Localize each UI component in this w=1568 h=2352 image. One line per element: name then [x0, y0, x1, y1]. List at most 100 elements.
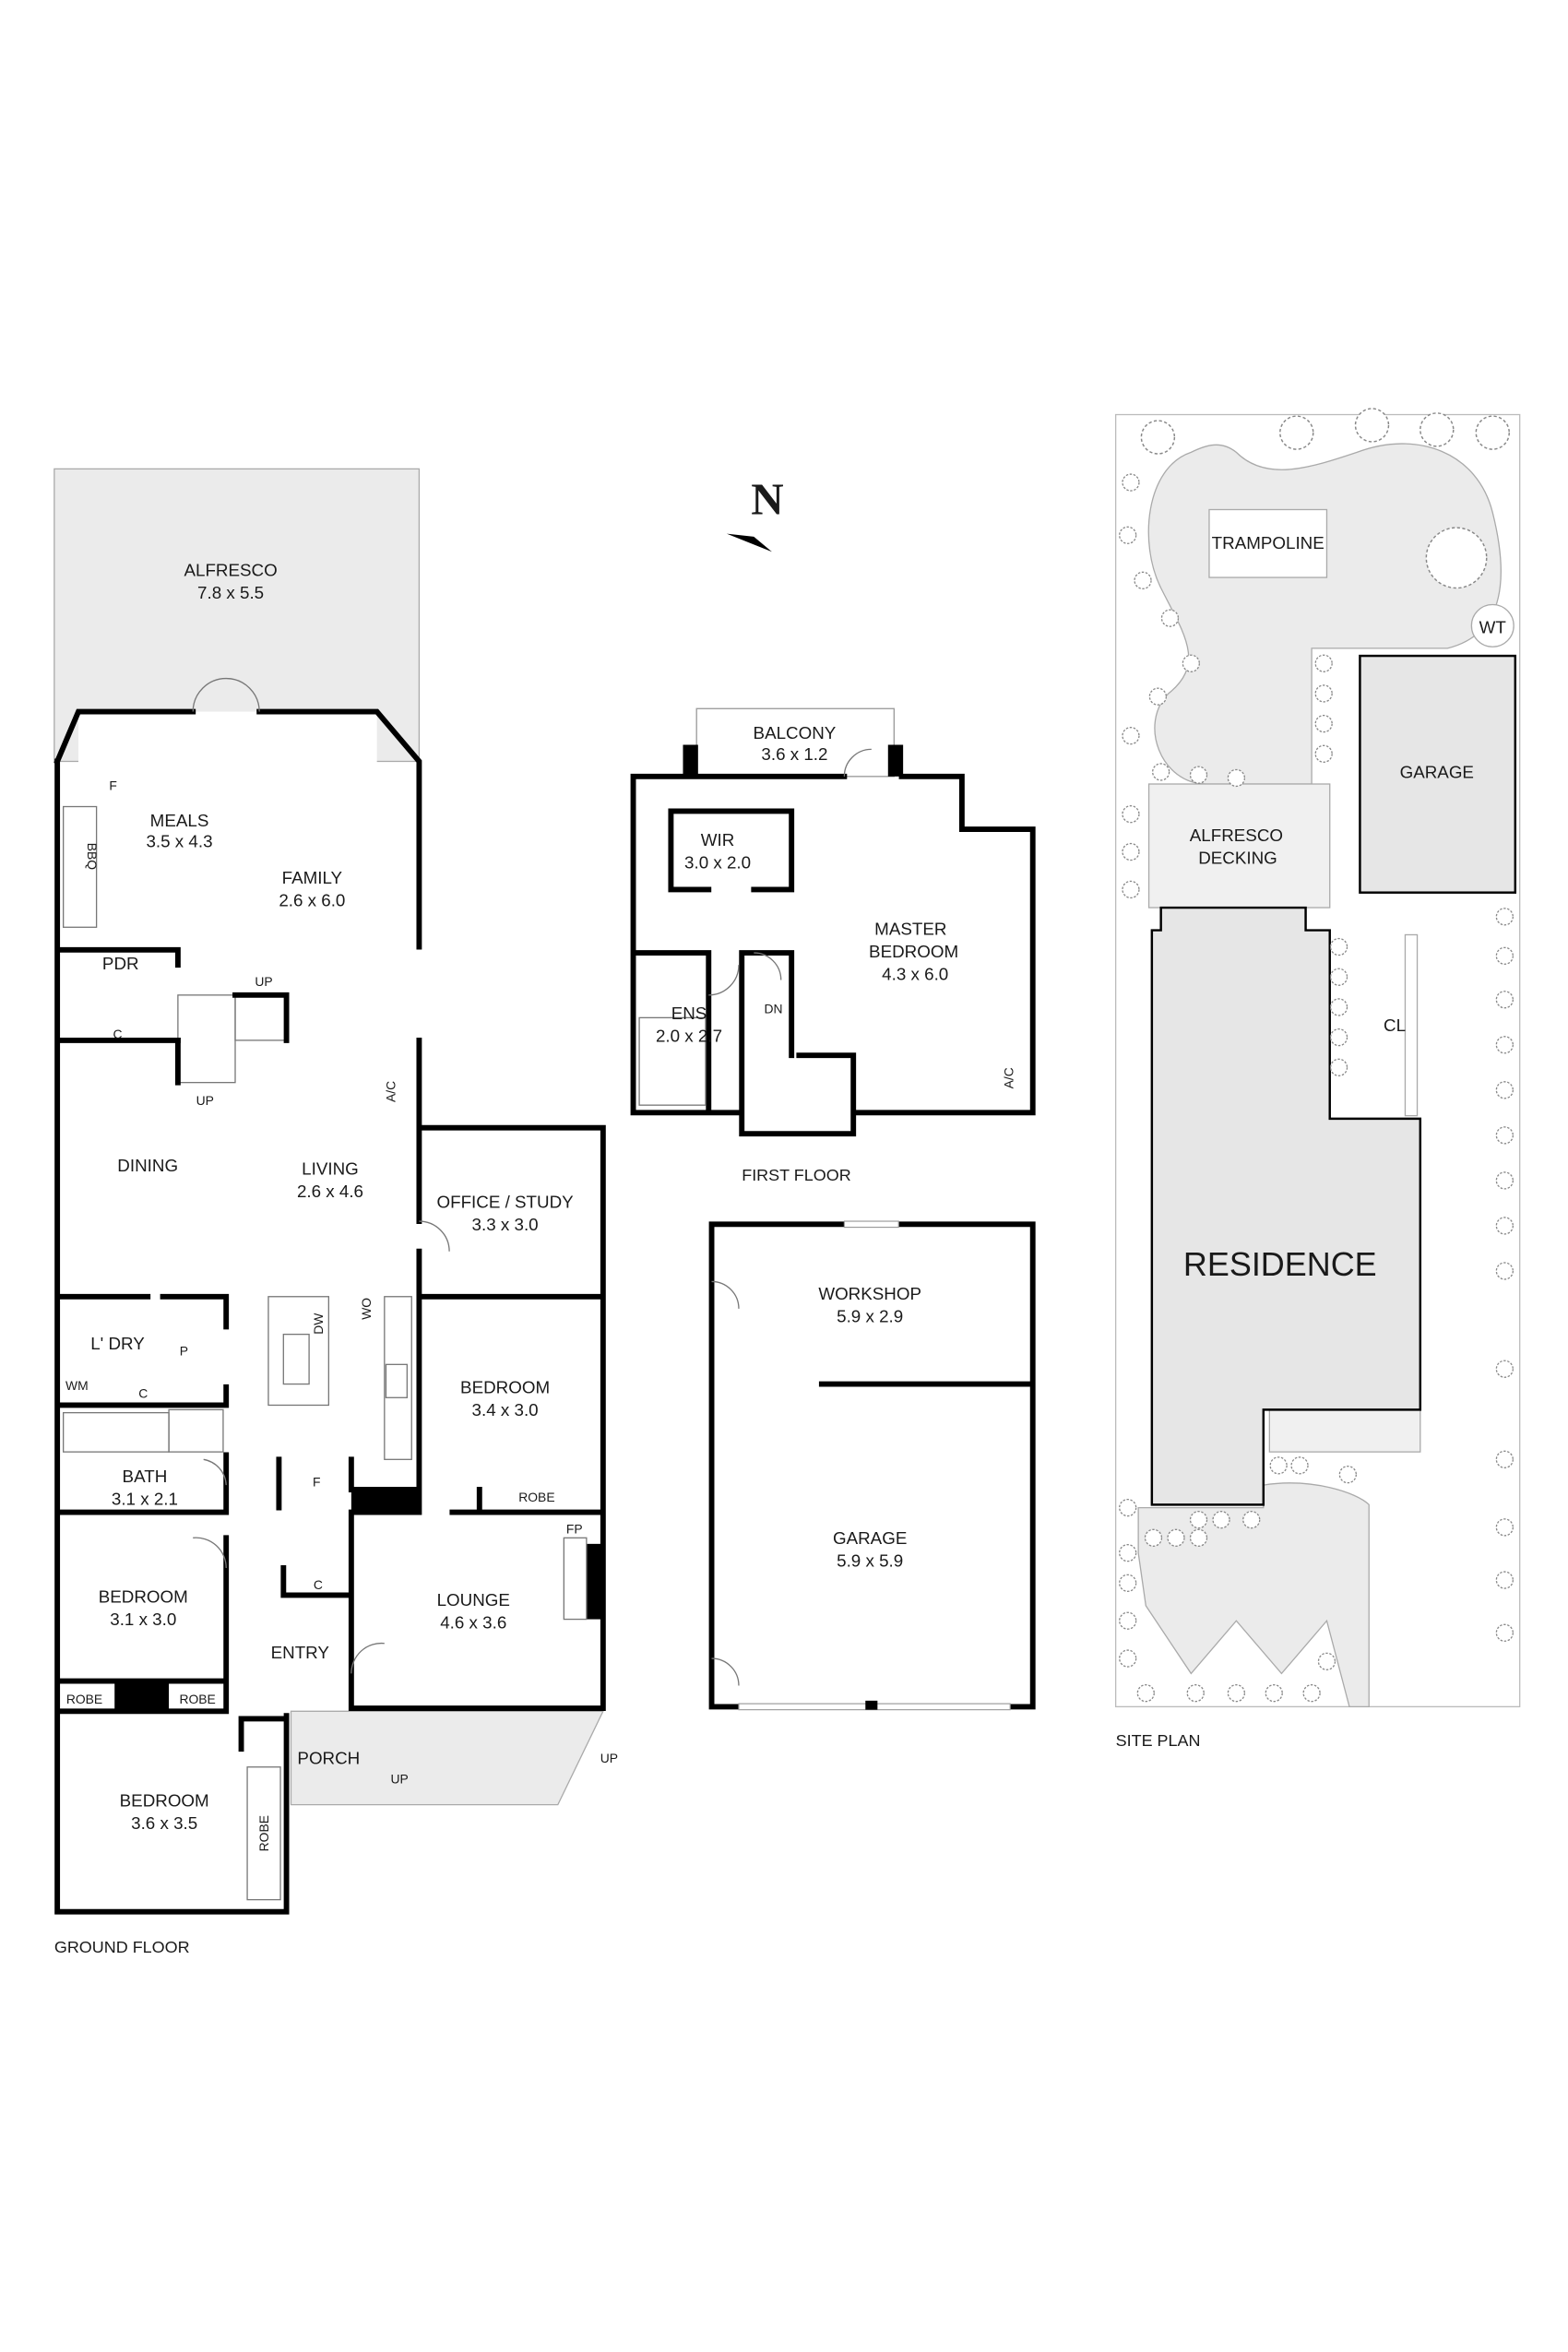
shrub-icon: [1189, 1511, 1208, 1529]
room-label: FAMILY: [282, 868, 343, 887]
stairs: [174, 992, 290, 1086]
shrub-icon: [1119, 1544, 1137, 1562]
stairs-up-label: UP: [196, 1093, 214, 1108]
room-dims: 5.9 x 5.9: [837, 1550, 903, 1570]
trees: [1119, 408, 1514, 1703]
balcony: [695, 707, 895, 778]
tree-icon: [1140, 420, 1176, 455]
room-label: ENS: [671, 1004, 707, 1023]
step-up-label: UP: [391, 1772, 409, 1787]
shower: [168, 1408, 224, 1453]
cupboard-label: C: [314, 1577, 323, 1592]
tree-icon: [1425, 527, 1488, 589]
shrub-icon: [1148, 687, 1168, 706]
room-dims: 3.1 x 2.1: [112, 1489, 178, 1508]
shrub-icon: [1495, 1262, 1514, 1280]
shrub-icon: [1227, 1684, 1246, 1703]
fireplace: [586, 1543, 603, 1620]
room-label: MASTER: [874, 919, 946, 938]
dishwasher-label: DW: [311, 1313, 326, 1335]
tree-icon: [1354, 408, 1390, 443]
laundry-label: L' DRY: [90, 1334, 145, 1353]
shrub-icon: [1136, 1684, 1155, 1703]
site-plan: TRAMPOLINE WT GARAGE ALFRESCO DECKING CL…: [1114, 408, 1521, 1750]
step-up-label: UP: [600, 1751, 618, 1765]
site-garage: [1359, 654, 1517, 894]
room-label: BALCONY: [754, 723, 837, 742]
alfresco-label: ALFRESCO: [1190, 826, 1283, 845]
outbuilding-walls: [708, 1221, 1036, 1710]
room-dims: 2.6 x 6.0: [279, 890, 345, 909]
trampoline-label: TRAMPOLINE: [1212, 533, 1324, 552]
robe-label: ROBE: [518, 1490, 554, 1504]
shrub-icon: [1182, 654, 1200, 672]
room-dims: 3.5 x 4.3: [146, 832, 212, 851]
shrub-icon: [1160, 609, 1180, 627]
pdr-label: PDR: [102, 954, 139, 973]
shrub-icon: [1338, 1466, 1357, 1484]
trampoline: [1208, 508, 1328, 578]
shrub-icon: [1265, 1684, 1283, 1703]
room-label: DINING: [117, 1156, 178, 1175]
tree-icon: [1279, 415, 1314, 450]
ac-label: A/C: [1001, 1067, 1016, 1088]
robe-label: ROBE: [66, 1692, 102, 1706]
shrub-icon: [1134, 571, 1152, 589]
shrub-icon: [1495, 1081, 1514, 1099]
room-label: BATH: [123, 1467, 168, 1486]
fridge-label: F: [109, 778, 116, 793]
shrub-icon: [1314, 654, 1333, 672]
shrub-icon: [1119, 526, 1137, 544]
stairs-down-label: DN: [765, 1001, 783, 1016]
shrub-icon: [1314, 714, 1333, 733]
shrub-icon: [1329, 998, 1348, 1016]
ground-floor-walls: [53, 708, 606, 1915]
water-tank-label: WT: [1479, 618, 1507, 637]
shrub-icon: [1122, 805, 1140, 824]
room-dims: 2.0 x 2.7: [656, 1027, 722, 1046]
decking-label: DECKING: [1198, 849, 1277, 868]
shrub-icon: [1152, 763, 1170, 781]
ground-floor-caption: GROUND FLOOR: [54, 1938, 190, 1956]
room-label: GARAGE: [833, 1528, 907, 1548]
room-dims: 7.8 x 5.5: [197, 583, 264, 602]
site-boundary: [1114, 413, 1521, 1708]
room-label: BEDROOM: [99, 1587, 188, 1607]
cooktop: [385, 1363, 408, 1398]
water-tank: [1470, 603, 1515, 647]
wall-oven-label: WO: [359, 1298, 374, 1320]
shrub-icon: [1290, 1456, 1309, 1475]
room-dims: 4.6 x 3.6: [440, 1612, 506, 1632]
shrub-icon: [1314, 684, 1333, 703]
room-label: LIVING: [302, 1158, 359, 1178]
sink: [282, 1333, 310, 1385]
room-dims: 3.6 x 3.5: [131, 1813, 197, 1833]
shrub-icon: [1329, 1028, 1348, 1047]
tree-icon: [1475, 415, 1510, 450]
room-label: BEDROOM: [120, 1790, 209, 1810]
room-dims: 3.0 x 2.0: [684, 853, 751, 873]
north-label: N: [751, 473, 783, 524]
porch-area: [290, 1710, 604, 1806]
shrub-icon: [1495, 946, 1514, 965]
shrub-icon: [1122, 842, 1140, 861]
room-label: MEALS: [150, 811, 209, 830]
tree-icon: [1420, 412, 1455, 447]
door-swings: [708, 748, 872, 996]
shrub-icon: [1495, 1360, 1514, 1378]
room-label: WIR: [701, 830, 735, 849]
room-label: ENTRY: [271, 1643, 330, 1662]
washing-machine-label: WM: [65, 1378, 89, 1393]
shrub-icon: [1189, 1528, 1208, 1547]
shrub-icon: [1329, 968, 1348, 986]
garage-label: GARAGE: [1400, 762, 1474, 781]
room-dims: 5.9 x 2.9: [837, 1307, 903, 1326]
shrub-icon: [1329, 937, 1348, 956]
bbq-bench: [63, 805, 98, 928]
shrub-icon: [1495, 1571, 1514, 1589]
shrub-icon: [1242, 1511, 1261, 1529]
shrub-icon: [1167, 1528, 1185, 1547]
shrub-icon: [1329, 1058, 1348, 1076]
first-floor-caption: FIRST FLOOR: [742, 1166, 850, 1184]
